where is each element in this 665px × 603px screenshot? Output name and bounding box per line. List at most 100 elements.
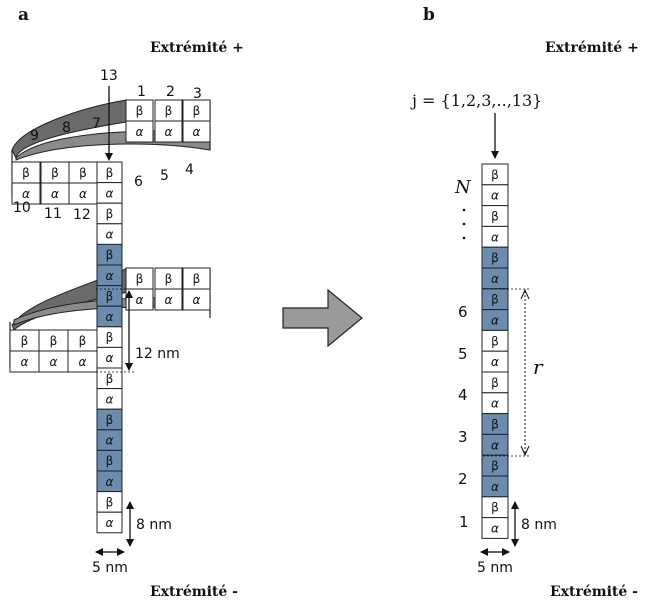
beta-subunit-a-lower-right: β (154, 267, 183, 290)
beta-subunit-a-col-symbol: β (106, 495, 114, 509)
alpha-subunit-a-col-symbol: α (106, 434, 114, 448)
ellipsis-dot-2 (462, 222, 466, 226)
pf-number-11: 11 (44, 206, 62, 222)
alpha-subunit-a-col: α (96, 388, 123, 410)
alpha-subunit-a-lower-right-symbol: α (136, 293, 144, 307)
dimer-index-1: 1 (459, 513, 469, 531)
beta-subunit-b-symbol: β (491, 293, 499, 307)
alpha-subunit-a-col-symbol: α (106, 228, 114, 242)
r-arrowhead-bottom (520, 445, 530, 457)
beta-subunit-b: β (481, 288, 509, 311)
alpha-subunit-a-lower-left-symbol: α (50, 355, 58, 369)
beta-subunit-b: β (481, 371, 509, 394)
beta-subunit-b-symbol: β (491, 418, 499, 432)
dimer-width-dimension-a: 5 nm (92, 548, 128, 576)
beta-subunit-b-symbol: β (491, 168, 499, 182)
alpha-subunit-a-col: α (96, 305, 123, 328)
beta-subunit-a-upper-left: β (40, 161, 70, 184)
beta-subunit-a-col-symbol: β (106, 454, 114, 468)
alpha-subunit-a-col: α (96, 264, 123, 287)
alpha-subunit-a-col-symbol: α (106, 351, 114, 365)
alpha-subunit-b: α (481, 350, 509, 373)
width-label-b: 5 nm (477, 560, 513, 576)
panel-a-label: a (18, 5, 29, 25)
alpha-subunit-b: α (481, 392, 509, 415)
beta-subunit-b: β (481, 329, 509, 352)
alpha-subunit-a-col: α (96, 429, 123, 451)
dimer-height-dimension-a: 8 nm (126, 501, 172, 547)
panel-a-plus-end-label: Extrémité + (150, 40, 244, 56)
ellipsis-dot-3 (462, 236, 466, 240)
alpha-subunit-b-symbol: α (491, 480, 499, 494)
alpha-subunit-b: α (481, 184, 509, 207)
alpha-subunit-a-col-symbol: α (106, 186, 114, 200)
beta-subunit-a-col: β (96, 202, 123, 225)
pf-number-12: 12 (73, 207, 91, 223)
alpha-subunit-a-lower-left-box (67, 350, 98, 373)
protofilament-numbers: 1 2 3 4 5 6 7 8 9 10 11 12 13 (13, 68, 202, 223)
alpha-subunit-a-col-box (96, 511, 123, 534)
panel-a-subunit-cells: βαβαβαβαβαβαβαβαβαβαβαβαβαβαβαβαβαβαβαβα… (9, 99, 211, 534)
height-label-b: 8 nm (521, 517, 557, 533)
distance-r-dimension: r (483, 288, 544, 457)
alpha-subunit-a-upper-right-box (125, 120, 154, 143)
alpha-subunit-a-upper-left: α (11, 182, 41, 205)
alpha-subunit-a-lower-right: α (182, 288, 211, 311)
beta-subunit-a-col: β (96, 449, 123, 472)
beta-subunit-a-lower-right-symbol: β (136, 272, 144, 286)
beta-subunit-a-upper-left-symbol: β (79, 166, 87, 180)
alpha-subunit-a-col: α (96, 470, 123, 493)
pf-number-6: 6 (134, 174, 143, 190)
beta-subunit-a-upper-right: β (125, 99, 154, 122)
beta-subunit-a-upper-left-symbol: β (22, 166, 30, 180)
alpha-subunit-a-col-symbol: α (106, 269, 114, 283)
beta-subunit-a-upper-left: β (68, 161, 98, 184)
beta-subunit-b-symbol: β (491, 376, 499, 390)
pf-number-8: 8 (62, 120, 71, 136)
alpha-subunit-a-lower-left-symbol: α (79, 355, 87, 369)
alpha-subunit-a-upper-left-symbol: α (79, 187, 87, 201)
dimer-index-4: 4 (458, 386, 468, 404)
alpha-subunit-b-box (481, 517, 509, 539)
alpha-subunit-a-upper-right-symbol: α (136, 125, 144, 139)
beta-subunit-b-symbol: β (491, 334, 499, 348)
alpha-subunit-b: α (481, 267, 509, 290)
alpha-subunit-a-col-symbol: α (106, 310, 114, 324)
alpha-subunit-b: α (481, 225, 509, 248)
beta-subunit-b-symbol: β (491, 501, 499, 515)
alpha-subunit-a-col: α (96, 223, 123, 245)
beta-subunit-a-col: β (96, 243, 123, 266)
alpha-subunit-a-lower-left: α (38, 350, 69, 373)
pf-number-5: 5 (160, 168, 169, 184)
beta-subunit-a-col: β (96, 161, 123, 184)
transition-arrow (282, 288, 363, 348)
alpha-subunit-a-col-symbol: α (106, 392, 114, 406)
protofilament-index-set: j = {1,2,3,..,13} (410, 91, 542, 110)
beta-subunit-a-col: β (96, 408, 123, 431)
height-label-a: 8 nm (136, 517, 172, 533)
pf-number-13: 13 (100, 68, 118, 84)
alpha-subunit-b: α (481, 475, 509, 498)
beta-subunit-a-upper-right: β (154, 99, 183, 122)
alpha-subunit-a-upper-right-box (154, 120, 183, 143)
beta-subunit-a-col: β (96, 491, 123, 513)
alpha-subunit-a-upper-left-box (68, 182, 98, 205)
alpha-subunit-a-col: α (96, 346, 123, 369)
pf-number-3: 3 (193, 86, 202, 102)
alpha-subunit-a-col: α (96, 511, 123, 534)
panel-b-minus-end-label: Extrémité - (550, 584, 638, 600)
beta-subunit-a-lower-right-symbol: β (165, 272, 173, 286)
pitch-dimension: 12 nm (96, 288, 180, 373)
alpha-subunit-b-symbol: α (491, 230, 499, 244)
pf-number-9: 9 (30, 128, 39, 144)
alpha-subunit-a-upper-left: α (40, 182, 70, 205)
alpha-subunit-a-lower-left: α (67, 350, 98, 373)
alpha-subunit-a-lower-right: α (125, 288, 154, 311)
alpha-subunit-a-lower-left: α (9, 350, 40, 373)
distance-r-label: r (533, 355, 544, 379)
ellipsis-dot-1 (462, 208, 466, 212)
alpha-subunit-b: α (481, 517, 509, 539)
beta-subunit-a-upper-right: β (182, 99, 211, 122)
beta-subunit-b: β (481, 496, 509, 519)
